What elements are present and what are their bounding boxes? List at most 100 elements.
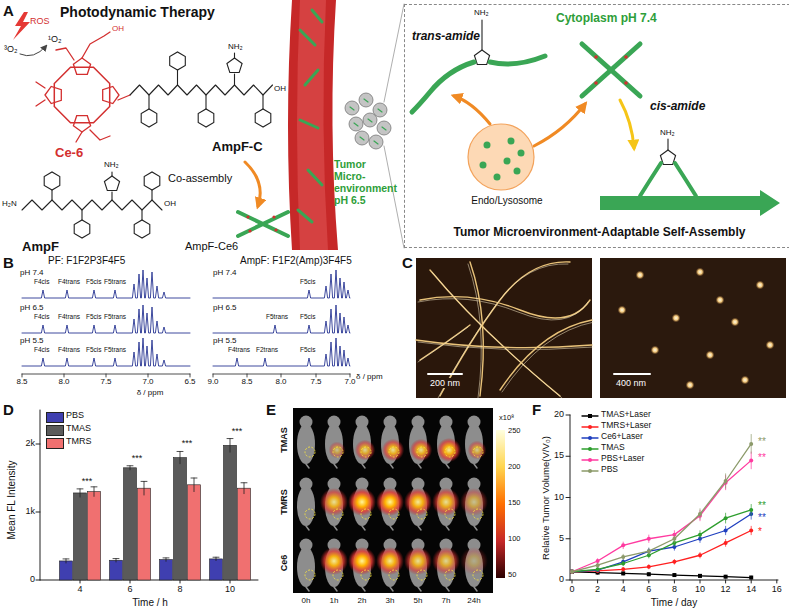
figure-shape	[566, 538, 570, 539]
figure-shape	[216, 557, 217, 560]
label: ***	[182, 438, 193, 448]
bar	[224, 445, 237, 580]
figure-shape	[234, 53, 235, 58]
label: 8.0	[58, 377, 69, 386]
figure-shape	[238, 212, 288, 236]
figure-shape	[389, 570, 399, 580]
figure-shape	[306, 587, 309, 591]
figure-shape	[647, 537, 651, 541]
label: NH₂	[104, 160, 119, 169]
figure-shape	[588, 425, 592, 429]
figure-shape	[213, 374, 214, 377]
label: 16	[772, 584, 782, 594]
figure-shape	[696, 268, 705, 277]
figure-shape	[651, 346, 660, 355]
figure-shape	[460, 488, 488, 516]
figure-shape	[473, 570, 483, 580]
legend-text: TMAS+Laser	[601, 410, 651, 420]
figure-shape	[731, 318, 740, 327]
figure-shape	[570, 570, 574, 574]
figure-shape	[473, 509, 483, 519]
figure-shape	[698, 533, 702, 537]
figure-shape	[94, 487, 95, 497]
figure-shape	[474, 464, 477, 468]
label: D	[3, 401, 14, 418]
figure-shape	[432, 488, 460, 516]
figure-shape	[144, 172, 160, 190]
figure-shape	[141, 210, 142, 220]
figure-shape	[374, 141, 378, 144]
figure-shape	[104, 176, 119, 191]
bar	[210, 559, 223, 580]
figure-shape	[724, 479, 728, 483]
label: 0	[30, 574, 35, 584]
label: Cytoplasm pH 7.4	[556, 12, 657, 26]
figure-shape	[180, 451, 181, 463]
figure-shape	[474, 587, 477, 591]
mouse	[297, 547, 315, 587]
figure-shape	[312, 10, 322, 22]
figure-shape	[362, 526, 365, 530]
figure-shape	[417, 447, 427, 457]
figure-shape	[22, 338, 190, 366]
figure-shape	[350, 107, 354, 110]
bar	[160, 560, 173, 580]
label: 8.0	[275, 377, 286, 386]
figure-shape	[348, 547, 376, 575]
label: F4trans	[58, 278, 80, 285]
label: 10	[695, 584, 705, 594]
figure-shape	[724, 575, 728, 579]
figure-shape	[416, 258, 592, 398]
figure-shape	[141, 481, 147, 482]
figure-shape	[113, 558, 119, 559]
figure-shape	[621, 562, 625, 566]
figure-shape	[361, 509, 371, 519]
figure-shape	[238, 212, 288, 236]
figure-shape	[151, 190, 152, 200]
figure-shape	[359, 93, 373, 107]
figure-shape	[570, 570, 574, 574]
label: 4	[621, 584, 626, 594]
figure-shape	[130, 85, 273, 95]
figure-shape	[170, 52, 186, 70]
figure-shape	[706, 351, 715, 360]
label: 200 nm	[428, 378, 462, 388]
figure-shape	[672, 314, 681, 323]
figure-shape	[446, 464, 449, 468]
figure-shape	[618, 306, 627, 315]
label: F5trans	[104, 313, 126, 320]
figure-shape	[177, 451, 183, 452]
label: Photodynamic Therapy	[60, 4, 215, 20]
label: AmpF-C	[212, 140, 263, 155]
figure-shape	[382, 127, 386, 130]
legend-text: PBS	[66, 410, 84, 420]
label: Relative Tumor Volume(V/V₀)	[541, 436, 552, 560]
figure-shape	[417, 570, 427, 580]
label: F5cis	[300, 313, 316, 320]
figure-shape	[418, 526, 421, 530]
label: ROS	[30, 16, 50, 26]
label: F5cis	[300, 346, 316, 353]
legend-text: TMAS	[601, 443, 625, 453]
figure-shape	[418, 464, 421, 468]
label: 0	[569, 584, 574, 594]
figure-shape	[572, 514, 751, 572]
label: 15	[554, 450, 564, 460]
label: C	[402, 254, 413, 271]
label: F5cis	[86, 346, 102, 353]
legend-text: TMRS	[66, 436, 92, 446]
figure-shape	[177, 70, 178, 85]
figure-shape	[460, 547, 488, 575]
label: F2trans	[256, 346, 278, 353]
label: B	[3, 254, 14, 271]
figure-shape	[329, 442, 346, 459]
label: F4cis	[34, 346, 50, 353]
figure-shape	[376, 547, 404, 575]
figure-shape	[144, 481, 145, 495]
figure-shape	[756, 281, 765, 290]
figure-shape	[596, 568, 600, 572]
label: OH	[112, 24, 124, 33]
legend-swatch	[46, 438, 64, 449]
bar	[188, 485, 201, 580]
figure-shape	[377, 121, 391, 135]
